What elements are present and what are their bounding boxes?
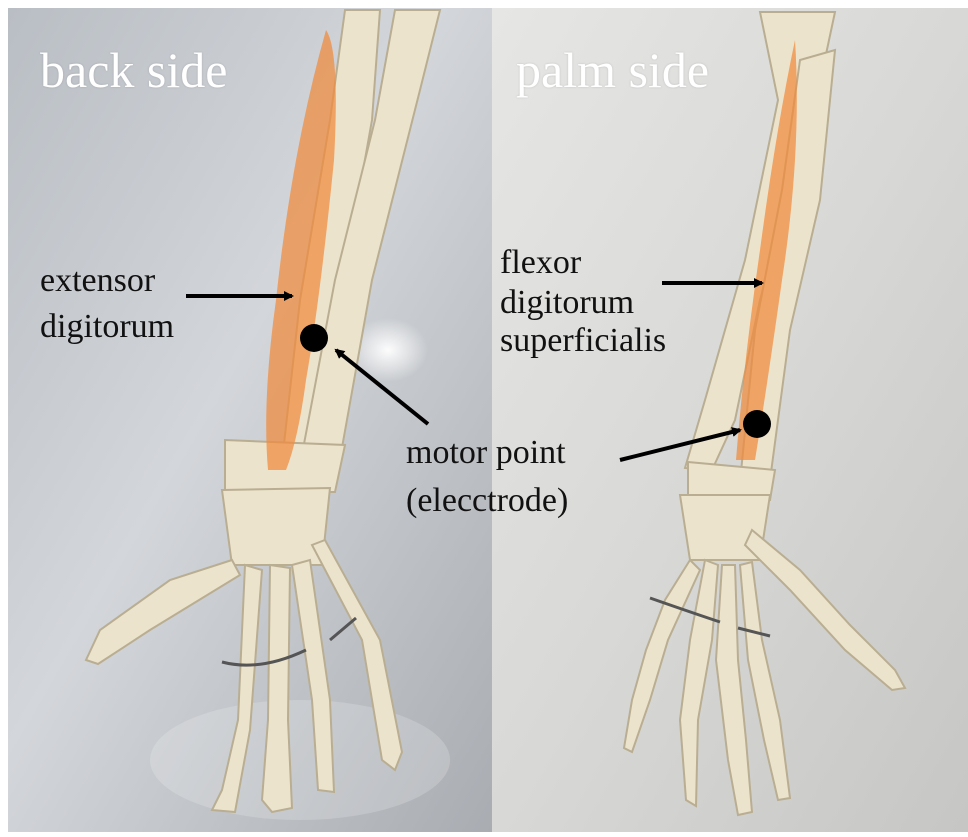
left-lower-glare [150, 700, 450, 820]
right-panel-title: palm side [516, 42, 709, 98]
flexor-label-line3: superficialis [500, 322, 666, 360]
right-motor-point-marker [743, 410, 771, 438]
extensor-label-line2: digitorum [40, 308, 174, 346]
motor-point-label-line1: motor point [406, 434, 566, 472]
left-motor-point-marker [300, 324, 328, 352]
extensor-label-line1: extensor [40, 262, 155, 300]
flexor-label-line1: flexor [500, 244, 581, 282]
flexor-label-line2: digitorum [500, 284, 634, 322]
left-panel-title: back side [40, 42, 227, 98]
motor-point-label-line2: (elecctrode) [406, 482, 568, 520]
